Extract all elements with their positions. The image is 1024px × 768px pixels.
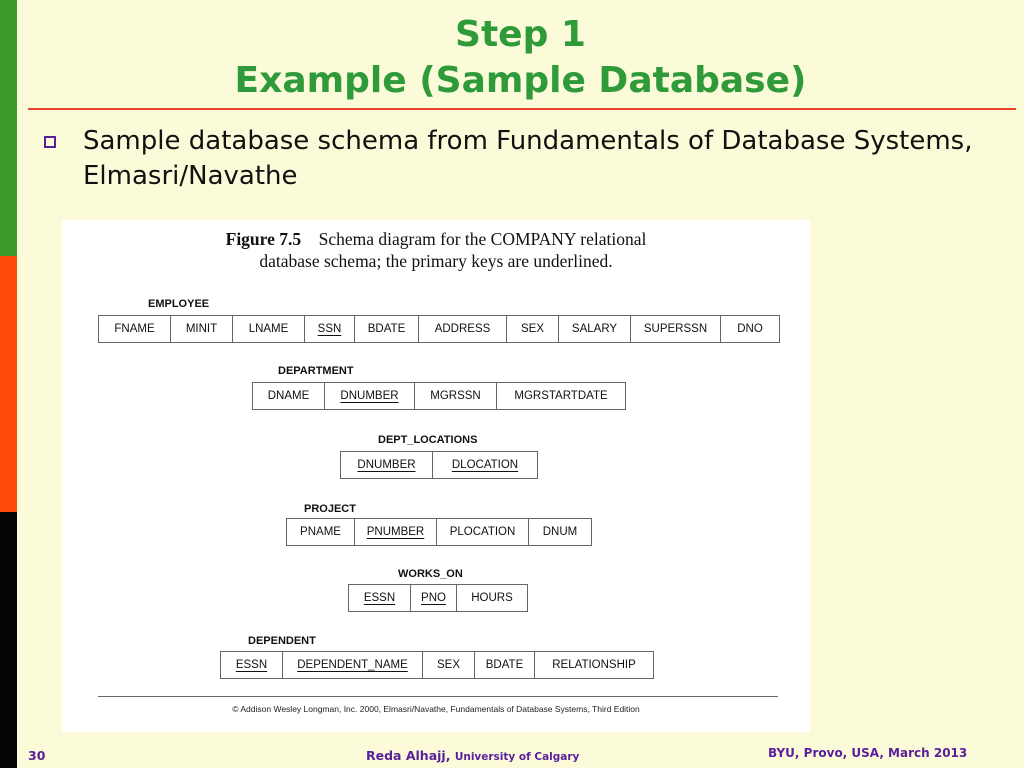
attr-cell-primary-key: ESSN (349, 585, 411, 611)
schema-figure: Figure 7.5 Schema diagram for the COMPAN… (62, 220, 810, 732)
slide-title-line1: Step 1 (455, 14, 586, 55)
attr-cell: DNAME (253, 383, 325, 409)
attr-cell: MGRSTARTDATE (514, 390, 608, 402)
side-bar-orange (0, 256, 17, 512)
attr-cell-primary-key: DNUMBER (341, 452, 433, 478)
footer-author-name: Reda Alhajj, (366, 748, 451, 763)
attr-cell: PNAME (287, 519, 355, 545)
attr-cell: HOURS (471, 592, 513, 604)
figure-caption: Figure 7.5 Schema diagram for the COMPAN… (62, 228, 810, 272)
relation-table-project: PNAME PNUMBER PLOCATION DNUM (286, 518, 592, 546)
attr-cell-primary-key: DEPENDENT_NAME (283, 652, 423, 678)
figure-copyright: © Addison Wesley Longman, Inc. 2000, Elm… (232, 704, 640, 714)
footer-author: Reda Alhajj, University of Calgary (366, 748, 579, 763)
attr-cell-primary-key: DNUMBER (325, 383, 415, 409)
slide-title-line2: Example (Sample Database) (234, 60, 807, 101)
relation-name-dependent: DEPENDENT (248, 635, 316, 647)
attr-cell-primary-key: ESSN (221, 652, 283, 678)
attr-cell-primary-key: PNO (411, 585, 457, 611)
attr-cell: LNAME (233, 316, 305, 342)
relation-name-works-on: WORKS_ON (398, 568, 463, 580)
attr-cell: BDATE (355, 316, 419, 342)
attr-cell: SALARY (559, 316, 631, 342)
slide-title: Step 1 Example (Sample Database) (17, 12, 1024, 104)
title-divider (28, 108, 1016, 110)
relation-table-works-on: ESSN PNO HOURS (348, 584, 528, 612)
attr-cell: RELATIONSHIP (552, 659, 636, 671)
relation-table-dependent: ESSN DEPENDENT_NAME SEX BDATE RELATIONSH… (220, 651, 654, 679)
attr-cell-primary-key: PNUMBER (355, 519, 437, 545)
relation-table-department: DNAME DNUMBER MGRSSN MGRSTARTDATE (252, 382, 626, 410)
figure-caption-line2: database schema; the primary keys are un… (259, 251, 613, 271)
attr-cell: SEX (423, 652, 475, 678)
attr-cell: MINIT (171, 316, 233, 342)
relation-table-dept-locations: DNUMBER DLOCATION (340, 451, 538, 479)
footer-page-number: 30 (28, 748, 46, 763)
relation-table-employee: FNAME MINIT LNAME SSN BDATE ADDRESS SEX … (98, 315, 780, 343)
bullet-square-icon (44, 136, 56, 148)
attr-cell: SUPERSSN (631, 316, 721, 342)
side-bar-black (0, 512, 17, 768)
attr-cell: PLOCATION (437, 519, 529, 545)
relation-name-employee: EMPLOYEE (148, 298, 210, 310)
figure-caption-label: Figure 7.5 (225, 229, 302, 249)
attr-cell: SEX (507, 316, 559, 342)
relation-name-department: DEPARTMENT (278, 365, 354, 377)
footer-venue: BYU, Provo, USA, March 2013 (768, 746, 968, 760)
attr-cell: FNAME (99, 316, 171, 342)
footer-affiliation: University of Calgary (454, 751, 580, 763)
relation-name-project: PROJECT (304, 503, 356, 515)
bullet-text: Sample database schema from Fundamentals… (83, 126, 973, 191)
side-bar-green (0, 0, 17, 256)
figure-caption-line1: Schema diagram for the COMPANY relationa… (318, 229, 647, 249)
attr-cell: DNUM (542, 526, 578, 538)
attr-cell: DNO (737, 323, 763, 335)
figure-divider (98, 696, 778, 697)
attr-cell: ADDRESS (419, 316, 507, 342)
relation-name-dept-locations: DEPT_LOCATIONS (378, 434, 478, 446)
attr-cell: BDATE (475, 652, 535, 678)
attr-cell-primary-key: DLOCATION (451, 459, 519, 471)
attr-cell-primary-key: SSN (305, 316, 355, 342)
attr-cell: MGRSSN (415, 383, 497, 409)
